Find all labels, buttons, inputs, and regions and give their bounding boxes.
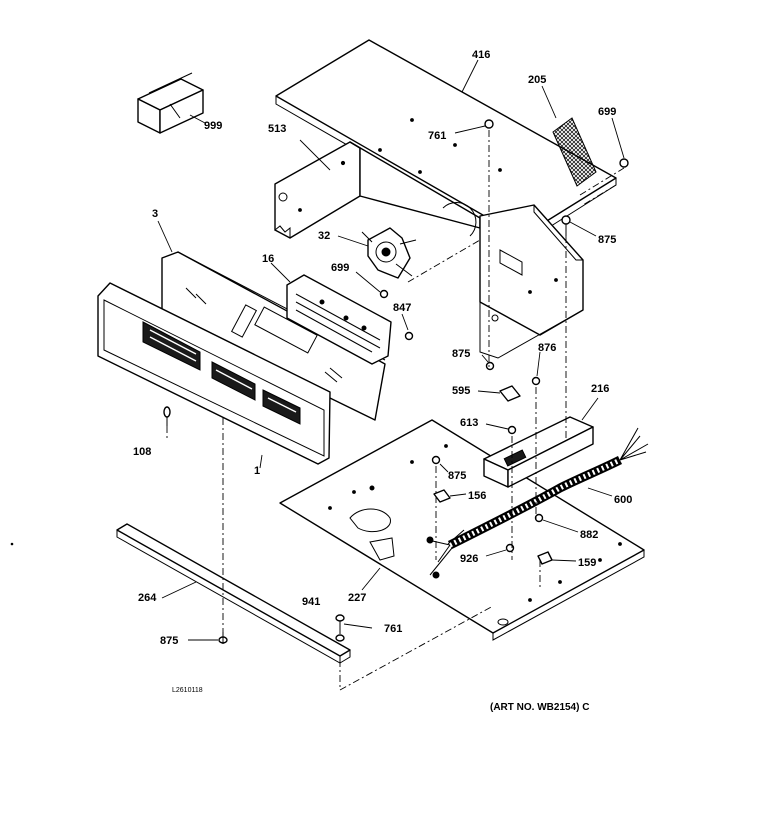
label-999: 999 xyxy=(204,120,222,132)
label-227: 227 xyxy=(348,592,366,604)
mesh-filter-205 xyxy=(541,85,597,187)
label-847: 847 xyxy=(393,302,411,314)
label-108: 108 xyxy=(133,446,151,458)
blower-motor-32 xyxy=(337,227,417,279)
label-600: 600 xyxy=(614,494,632,506)
screw-875a xyxy=(561,215,597,237)
alignment-lines xyxy=(166,130,625,691)
screw-882 xyxy=(534,513,579,533)
screw-875c xyxy=(431,455,449,473)
label-32: 32 xyxy=(318,230,330,242)
art-number-note: (ART NO. WB2154) C xyxy=(490,702,589,713)
screw-761b xyxy=(335,623,373,642)
label-264: 264 xyxy=(138,592,157,604)
wire-harness-600 xyxy=(426,427,649,579)
screw-699a xyxy=(611,117,629,168)
label-699-mid: 699 xyxy=(331,262,349,274)
side-panel-right xyxy=(479,204,584,359)
label-16: 16 xyxy=(262,253,274,265)
bracket-513 xyxy=(274,139,481,239)
reference-code: L2610118 xyxy=(172,687,203,694)
label-416: 416 xyxy=(472,49,490,61)
label-216: 216 xyxy=(591,383,609,395)
screw-613 xyxy=(485,423,517,435)
faceplate-1 xyxy=(97,282,331,469)
box-999 xyxy=(137,72,206,134)
label-941: 941 xyxy=(302,596,320,608)
trim-strip-264 xyxy=(116,523,351,664)
clip-595 xyxy=(477,385,521,402)
label-761-top: 761 xyxy=(428,130,446,142)
label-613: 613 xyxy=(460,417,478,429)
screw-875b xyxy=(481,354,495,371)
label-513: 513 xyxy=(268,123,286,135)
label-699-top: 699 xyxy=(598,106,616,118)
screw-875d xyxy=(188,632,228,644)
label-876: 876 xyxy=(538,342,556,354)
bottom-panel-227 xyxy=(279,419,645,641)
screw-876 xyxy=(531,351,541,386)
control-board-16 xyxy=(270,262,392,365)
label-875-lower: 875 xyxy=(448,470,466,482)
clip-159 xyxy=(537,551,577,565)
screw-108 xyxy=(163,406,171,426)
label-595: 595 xyxy=(452,385,470,397)
screw-761a xyxy=(454,119,494,134)
screw-941 xyxy=(335,614,345,634)
relay-box-216 xyxy=(483,397,599,488)
label-159: 159 xyxy=(578,557,596,569)
screw-699b xyxy=(355,271,389,299)
clip-156 xyxy=(433,489,467,503)
label-205: 205 xyxy=(528,74,546,86)
label-3: 3 xyxy=(152,208,158,220)
label-761-bottom: 761 xyxy=(384,623,402,635)
label-882: 882 xyxy=(580,529,598,541)
label-926: 926 xyxy=(460,553,478,565)
label-156: 156 xyxy=(468,490,486,502)
label-875-mid: 875 xyxy=(452,348,470,360)
part-labels: 999 416 205 699 513 761 3 875 32 16 699 … xyxy=(133,49,632,647)
label-875-right: 875 xyxy=(598,234,616,246)
screw-847 xyxy=(401,313,414,341)
label-1: 1 xyxy=(254,465,260,477)
label-875-bottom: 875 xyxy=(160,635,178,647)
